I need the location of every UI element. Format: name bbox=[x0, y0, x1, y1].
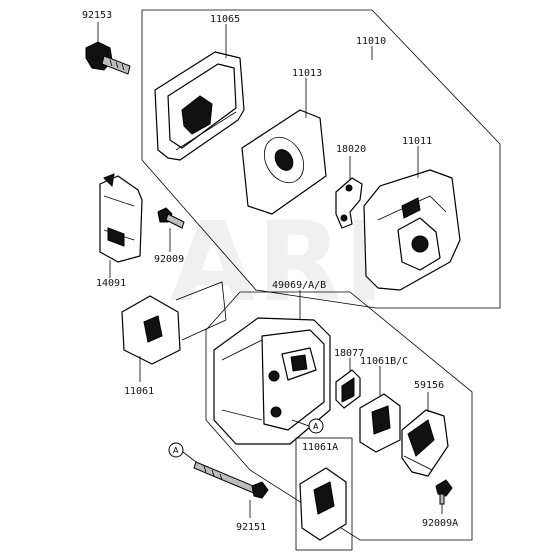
label-11065: 11065 bbox=[210, 14, 240, 25]
label-14091: 14091 bbox=[96, 278, 126, 289]
label-11061a: 11061A bbox=[302, 442, 338, 453]
bracket-18020-part bbox=[335, 177, 363, 229]
label-18077: 18077 bbox=[334, 348, 364, 359]
reference-marker-bolt-text: A bbox=[173, 446, 179, 455]
bolt-92151-part bbox=[193, 461, 269, 499]
gasket-11061a-part bbox=[299, 467, 347, 541]
label-92009a: 92009A bbox=[422, 518, 458, 529]
bolt-92009-part bbox=[157, 207, 185, 229]
gasket-11061a-frame bbox=[295, 437, 353, 551]
label-92009: 92009 bbox=[154, 254, 184, 265]
air-cleaner-group-frame bbox=[141, 9, 501, 309]
label-11013: 11013 bbox=[292, 68, 322, 79]
label-11061: 11061 bbox=[124, 386, 154, 397]
label-92151: 92151 bbox=[236, 522, 266, 533]
screen-18077-part bbox=[335, 369, 361, 409]
label-11011: 11011 bbox=[402, 136, 432, 147]
air-cleaner-base-11011-part bbox=[363, 169, 461, 291]
gasket-11061-part bbox=[121, 281, 227, 365]
label-11061bc: 11061B/C bbox=[360, 356, 408, 367]
muffler-group-frame bbox=[205, 291, 473, 541]
screw-92009a-part bbox=[435, 479, 453, 505]
label-18020: 18020 bbox=[336, 144, 366, 155]
label-49069: 49069/A/B bbox=[272, 280, 326, 291]
air-cleaner-cover-11065-part bbox=[154, 51, 245, 161]
heat-shield-14091-part bbox=[99, 173, 143, 263]
label-59156: 59156 bbox=[414, 380, 444, 391]
label-11010: 11010 bbox=[356, 36, 386, 47]
reference-marker-bolt bbox=[168, 442, 184, 458]
knob-92153-part bbox=[85, 41, 131, 75]
label-92153: 92153 bbox=[82, 10, 112, 21]
reference-marker-muffler-text: A bbox=[313, 422, 319, 431]
muffler-49069-part bbox=[213, 317, 331, 445]
watermark-text: ARI bbox=[170, 198, 387, 326]
filter-element-11013-part bbox=[241, 109, 327, 215]
gasket-11061bc-part bbox=[359, 393, 401, 453]
muffler-cover-59156-part bbox=[401, 409, 449, 477]
